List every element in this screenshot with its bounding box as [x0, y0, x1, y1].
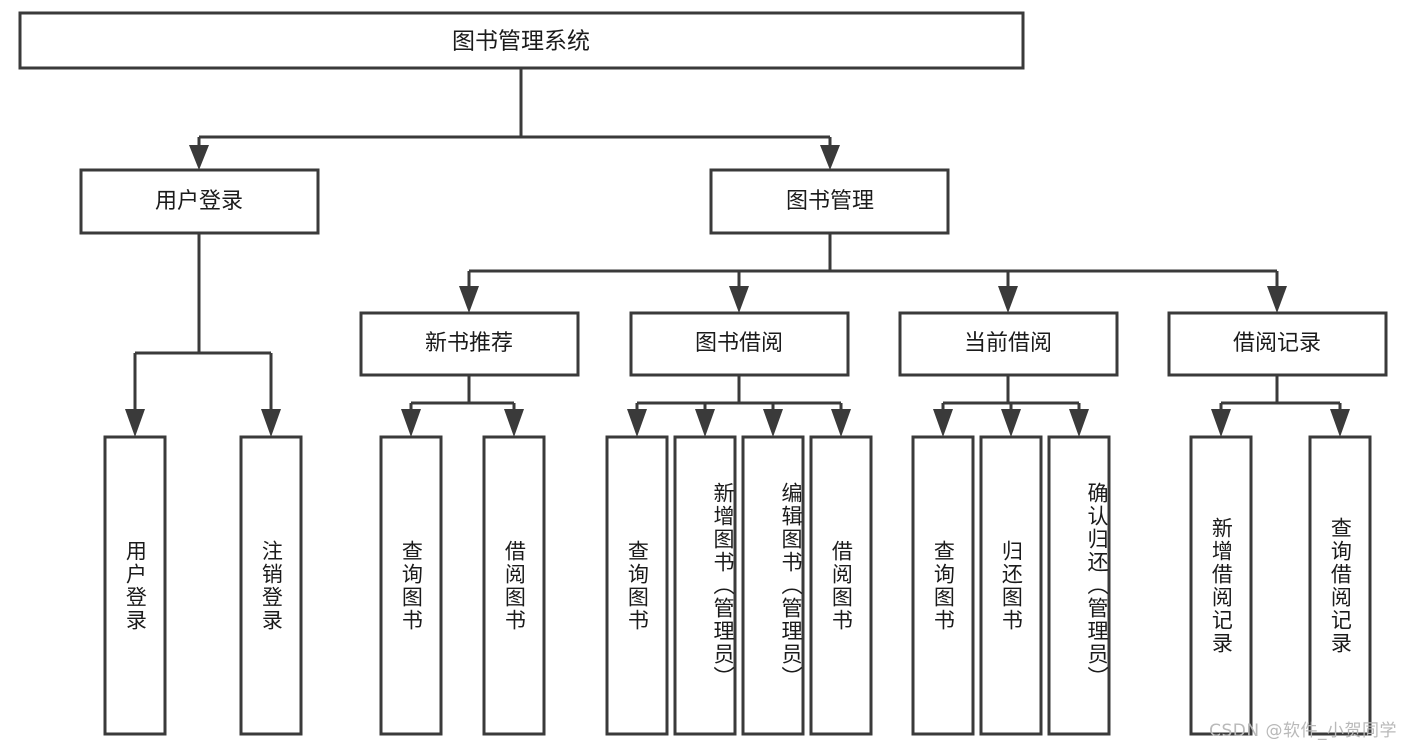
- arrow-icon: [189, 145, 209, 170]
- leaf-box[interactable]: [979, 435, 1043, 736]
- connector-book-borrow-to-leaves: [627, 375, 851, 437]
- csdn-watermark: CSDN @软件_小贺同学: [1209, 721, 1397, 741]
- node-book-borrow-label: 图书借阅: [695, 331, 783, 356]
- node-root[interactable]: 图书管理系统: [18, 11, 1025, 70]
- leaf-box[interactable]: [103, 435, 167, 736]
- node-borrow-record[interactable]: 借阅记录: [1167, 311, 1388, 377]
- arrow-icon: [1211, 409, 1231, 437]
- node-root-box: [18, 11, 1025, 70]
- node-user-login[interactable]: 用户登录: [79, 168, 320, 235]
- node-borrow-record-box: [1167, 311, 1388, 377]
- connector-borrow-record-to-leaves: [1211, 375, 1350, 437]
- arrow-icon: [1069, 409, 1089, 437]
- node-borrow-record-label: 借阅记录: [1233, 331, 1321, 356]
- node-book-borrow[interactable]: 图书借阅: [629, 311, 850, 377]
- leaf-box[interactable]: [911, 435, 975, 736]
- leaf-boxes: [103, 435, 1372, 736]
- arrow-icon: [1330, 409, 1350, 437]
- node-new-book-recommend-label: 新书推荐: [425, 331, 513, 356]
- leaf-box[interactable]: [1308, 435, 1372, 736]
- connector-user-login-to-leaves: [125, 233, 281, 437]
- leaf-box[interactable]: [673, 435, 737, 736]
- leaf-box[interactable]: [809, 435, 873, 736]
- leaf-box[interactable]: [482, 435, 546, 736]
- leaf-box[interactable]: [379, 435, 443, 736]
- leaf-box[interactable]: [239, 435, 303, 736]
- leaf-box[interactable]: [605, 435, 669, 736]
- node-root-label: 图书管理系统: [452, 29, 590, 55]
- arrow-icon: [401, 409, 421, 437]
- leaf-box[interactable]: [1047, 435, 1111, 736]
- arrow-icon: [261, 409, 281, 437]
- arrow-icon: [1001, 409, 1021, 437]
- node-book-management-box: [709, 168, 950, 235]
- node-new-book-recommend[interactable]: 新书推荐: [359, 311, 580, 377]
- node-new-book-recommend-box: [359, 311, 580, 377]
- connector-book-mgmt-to-level3: [459, 233, 1287, 313]
- node-book-management[interactable]: 图书管理: [709, 168, 950, 235]
- connector-root-to-level2: [189, 68, 840, 170]
- arrow-icon: [125, 409, 145, 437]
- arrow-icon: [998, 286, 1018, 313]
- arrow-icon: [695, 409, 715, 437]
- node-current-borrow[interactable]: 当前借阅: [898, 311, 1119, 377]
- leaf-box[interactable]: [1189, 435, 1253, 736]
- arrow-icon: [729, 286, 749, 313]
- node-user-login-box: [79, 168, 320, 235]
- arrow-icon: [504, 409, 524, 437]
- connector-current-borrow-to-leaves: [933, 375, 1089, 437]
- leaf-box[interactable]: [741, 435, 805, 736]
- arrow-icon: [459, 286, 479, 313]
- node-current-borrow-label: 当前借阅: [964, 331, 1052, 356]
- arrow-icon: [933, 409, 953, 437]
- arrow-icon: [1267, 286, 1287, 313]
- node-book-borrow-box: [629, 311, 850, 377]
- arrow-icon: [627, 409, 647, 437]
- node-current-borrow-box: [898, 311, 1119, 377]
- arrow-icon: [763, 409, 783, 437]
- node-user-login-label: 用户登录: [155, 189, 243, 214]
- node-book-management-label: 图书管理: [786, 189, 874, 214]
- connector-new-book-to-leaves: [401, 375, 524, 437]
- arrow-icon: [831, 409, 851, 437]
- arrow-icon: [820, 145, 840, 170]
